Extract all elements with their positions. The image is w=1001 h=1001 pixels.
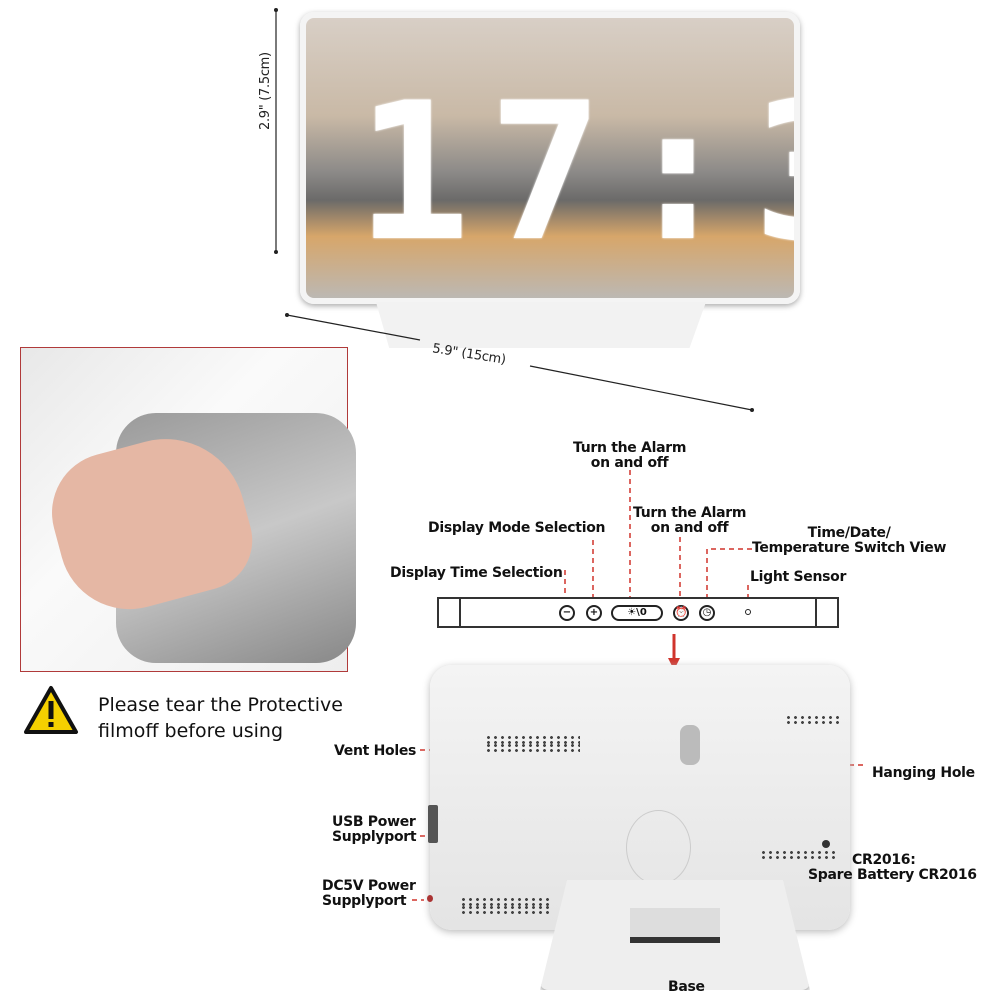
hanging-hole <box>680 725 700 765</box>
height-dimension: 2.9" (7.5cm) <box>258 52 273 130</box>
plus-button[interactable]: + <box>586 605 602 621</box>
warning-line-1: Please tear the Protective <box>98 694 343 716</box>
vent-holes <box>485 735 580 745</box>
label-battery: CR2016:Spare Battery CR2016 <box>808 852 977 883</box>
reset-hole <box>822 840 830 848</box>
base-stand <box>540 880 810 990</box>
warning-text: Please tear the Protective filmoff befor… <box>98 692 343 744</box>
clock-time-display: 17:30 <box>356 62 794 283</box>
usb-port <box>428 805 438 843</box>
label-switch-view: Time/Date/Temperature Switch View <box>752 525 947 556</box>
dc-port <box>427 895 433 902</box>
alarm-clock-icon[interactable]: ⏰ <box>673 605 689 621</box>
label-display-time: Display Time Selection <box>390 565 563 581</box>
snooze-switch-button[interactable]: ☀\0 <box>611 605 663 621</box>
label-light-sensor: Light Sensor <box>750 569 847 585</box>
label-base: Base <box>668 979 705 995</box>
label-vent-holes: Vent Holes <box>334 743 417 759</box>
label-hanging-hole: Hanging Hole <box>872 765 975 781</box>
battery-cover <box>626 810 691 885</box>
warning-triangle-icon <box>24 686 78 734</box>
label-display-mode: Display Mode Selection <box>428 520 606 536</box>
warning-line-2: filmoff before using <box>98 720 284 742</box>
protective-film-photo <box>20 347 356 672</box>
minus-button[interactable]: − <box>559 605 575 621</box>
clock-stand <box>376 302 706 348</box>
clock-view-icon[interactable]: ◷ <box>699 605 715 621</box>
light-sensor-dot <box>745 609 751 615</box>
clock-front-mirror: 17:30 <box>300 12 800 304</box>
clock-top-view: − + ☀\0 ⏰ ◷ <box>437 597 839 628</box>
